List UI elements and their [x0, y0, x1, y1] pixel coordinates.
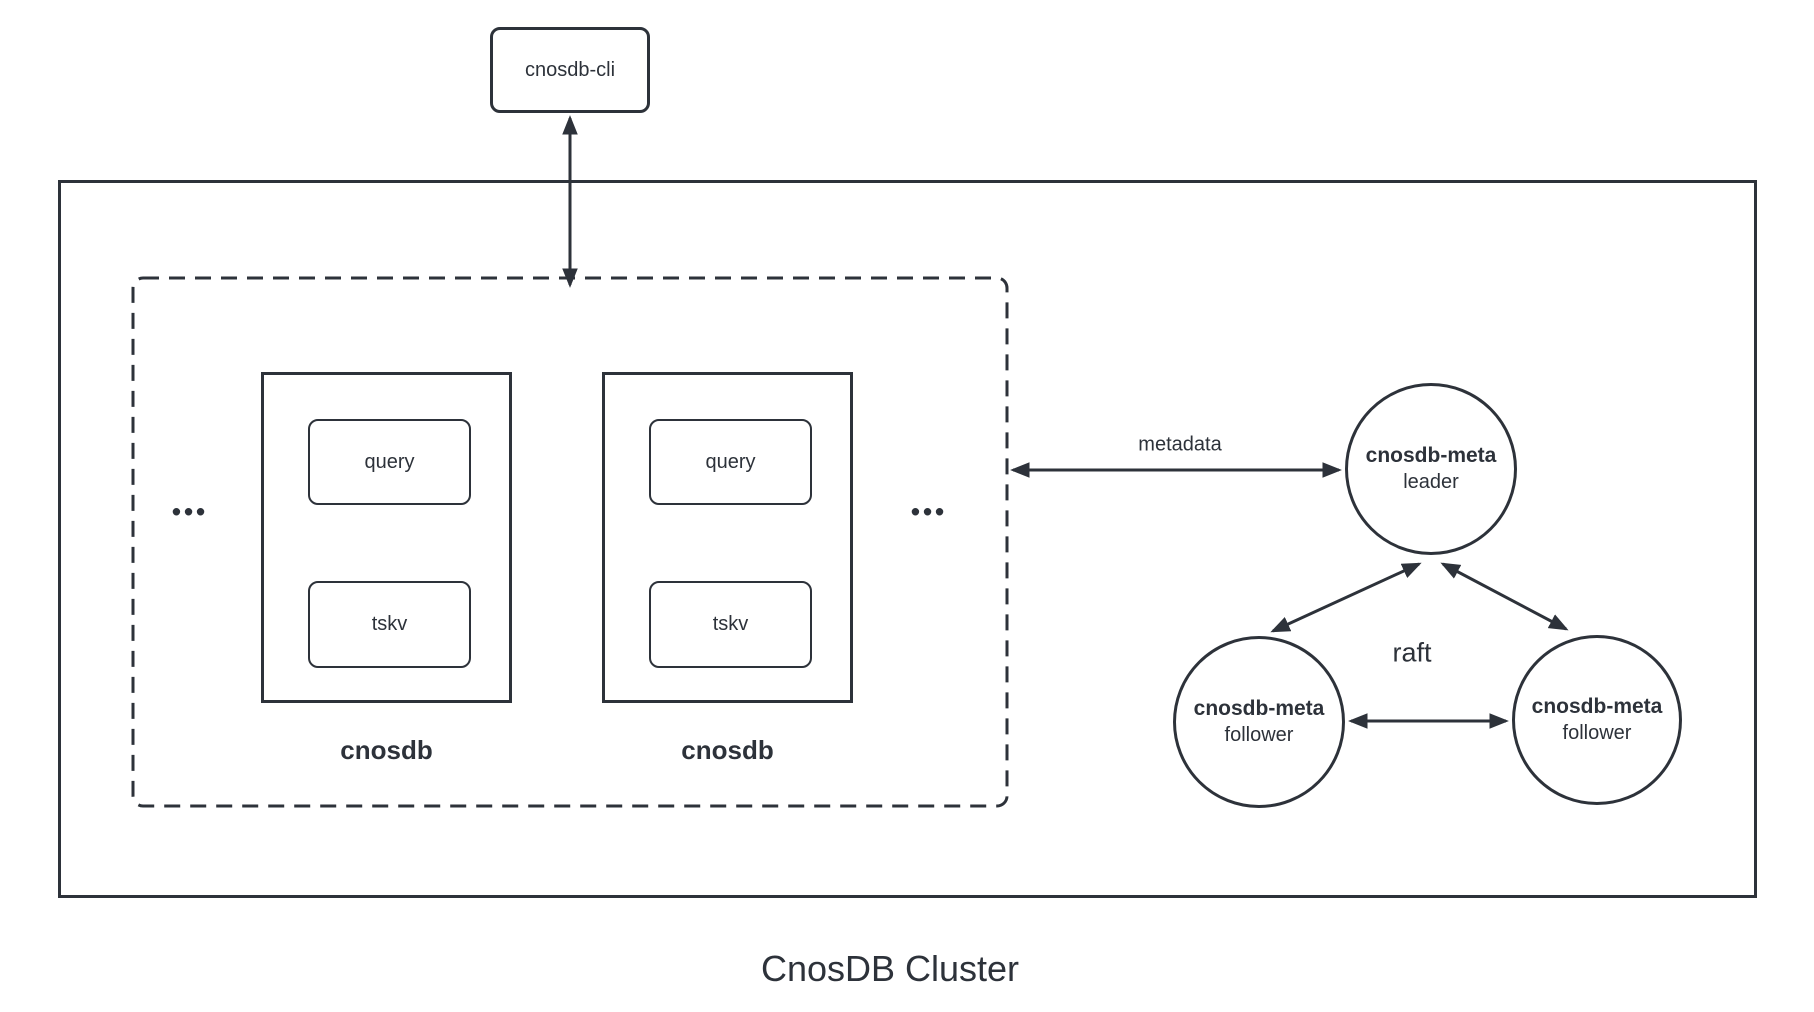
- tskv-component-node1: tskv: [308, 581, 471, 668]
- more-nodes-ellipsis-right: •••: [910, 496, 948, 527]
- meta-follower-2-role: follower: [1562, 721, 1632, 744]
- cnosdb-node-1-label: cnosdb: [340, 735, 433, 765]
- metadata-arrow-label: metadata: [1138, 433, 1222, 456]
- meta-leader-node: cnosdb-meta leader: [1345, 383, 1517, 555]
- query-label: query: [364, 450, 415, 473]
- meta-follower-2-name: cnosdb-meta: [1531, 695, 1663, 719]
- meta-leader-role: leader: [1403, 470, 1459, 493]
- meta-follower-node-1: cnosdb-meta follower: [1173, 636, 1345, 808]
- meta-leader-name: cnosdb-meta: [1365, 444, 1497, 468]
- cli-node: cnosdb-cli: [490, 27, 650, 113]
- more-nodes-ellipsis-left: •••: [171, 496, 209, 527]
- cnosdb-node-2-label: cnosdb: [681, 735, 774, 765]
- tskv-label: tskv: [712, 613, 749, 635]
- cnosdb-node-2: query tskv: [602, 372, 853, 703]
- query-component-node1: query: [308, 419, 471, 505]
- diagram-title: CnosDB Cluster: [760, 948, 1020, 989]
- meta-follower-node-2: cnosdb-meta follower: [1512, 635, 1682, 805]
- query-label: query: [705, 450, 756, 473]
- query-component-node2: query: [649, 419, 812, 505]
- cli-node-label: cnosdb-cli: [524, 58, 616, 81]
- meta-follower-1-name: cnosdb-meta: [1193, 697, 1325, 721]
- cnosdb-node-1: query tskv: [261, 372, 512, 703]
- cluster-boundary: [58, 180, 1757, 898]
- meta-follower-1-role: follower: [1224, 723, 1294, 746]
- raft-label: raft: [1392, 637, 1432, 668]
- tskv-component-node2: tskv: [649, 581, 812, 668]
- tskv-label: tskv: [371, 613, 408, 635]
